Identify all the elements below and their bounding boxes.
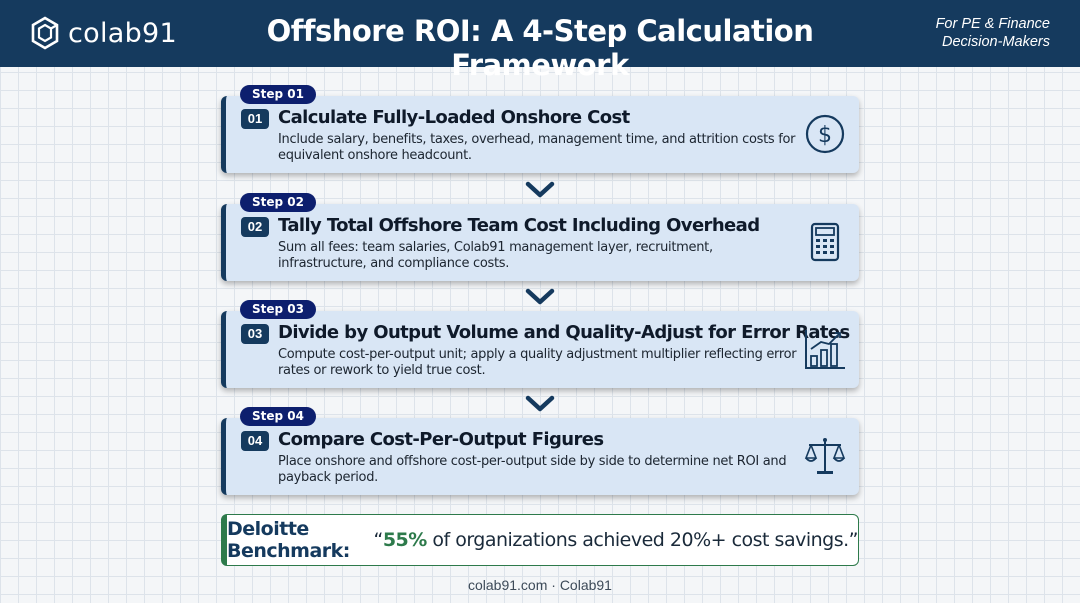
step-description: Place onshore and offshore cost-per-outp… (278, 454, 787, 485)
calculator-icon (810, 222, 840, 262)
step-title: Tally Total Offshore Team Cost Including… (278, 215, 760, 236)
footer-credit[interactable]: colab91.com · Colab91 (468, 577, 612, 593)
brand-logo[interactable]: colab91 (30, 15, 177, 51)
dollar-circle-icon: $ (805, 114, 845, 154)
hexagon-logo-icon (31, 16, 59, 50)
step-card-1: 01 Calculate Fully-Loaded Onshore Cost I… (221, 85, 859, 173)
benchmark-callout: Deloitte Benchmark: “ 55% of organizatio… (221, 514, 859, 566)
chevron-down-icon (525, 181, 555, 198)
chevron-down-icon (525, 395, 555, 412)
step-card-body: 02 Tally Total Offshore Team Cost Includ… (221, 204, 859, 281)
audience-line-2: Decision-Makers (942, 34, 1050, 50)
brand-name: colab91 (68, 17, 178, 49)
audience-line-1: For PE & Finance (935, 16, 1050, 32)
step-pill-label: Step 02 (240, 193, 316, 212)
step-number-badge: 03 (241, 324, 269, 344)
step-card-body: 03 Divide by Output Volume and Quality-A… (221, 311, 859, 388)
scales-icon (804, 438, 846, 474)
page-title: Offshore ROI: A 4-Step Calculation Frame… (266, 14, 814, 82)
step-title: Calculate Fully-Loaded Onshore Cost (278, 107, 630, 128)
step-card-body: 01 Calculate Fully-Loaded Onshore Cost I… (221, 96, 859, 173)
audience-label: For PE & Finance Decision-Makers (890, 15, 1050, 51)
step-card-2: 02 Tally Total Offshore Team Cost Includ… (221, 193, 859, 281)
step-card-body: 04 Compare Cost-Per-Output Figures Place… (221, 418, 859, 495)
step-title: Compare Cost-Per-Output Figures (278, 429, 604, 450)
svg-text:$: $ (818, 123, 832, 148)
step-card-3: 03 Divide by Output Volume and Quality-A… (221, 300, 859, 388)
bar-chart-icon (805, 330, 845, 369)
step-pill-label: Step 04 (240, 407, 316, 426)
step-description: Include salary, benefits, taxes, overhea… (278, 132, 796, 163)
chevron-down-icon (525, 288, 555, 305)
quote-open: “ (373, 529, 383, 551)
benchmark-label: Deloitte Benchmark: (227, 518, 350, 562)
step-description: Sum all fees: team salaries, Colab91 man… (278, 240, 713, 271)
step-description: Compute cost-per-output unit; apply a qu… (278, 347, 797, 378)
step-title: Divide by Output Volume and Quality-Adju… (278, 322, 850, 343)
step-pill-label: Step 03 (240, 300, 316, 319)
benchmark-text: of organizations achieved 20%+ cost savi… (426, 529, 858, 551)
step-card-4: 04 Compare Cost-Per-Output Figures Place… (221, 407, 859, 495)
step-number-badge: 01 (241, 109, 269, 129)
step-number-badge: 04 (241, 431, 269, 451)
step-number-badge: 02 (241, 217, 269, 237)
benchmark-percent: 55% (382, 529, 427, 551)
header-bar: colab91 Offshore ROI: A 4-Step Calculati… (0, 0, 1080, 82)
step-pill-label: Step 01 (240, 85, 316, 104)
